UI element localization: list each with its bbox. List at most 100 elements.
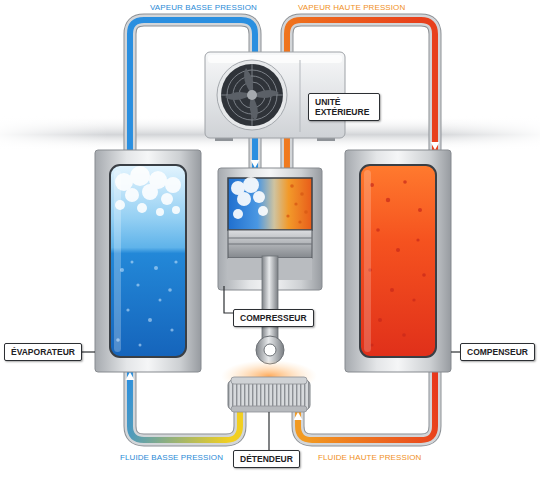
evaporator-tank <box>154 266 158 270</box>
callout-label: UNITÉ EXTÉRIEURE <box>308 93 380 121</box>
expansion-valve-node: DÉTENDEUR <box>228 378 310 412</box>
pipe-connector <box>298 372 435 440</box>
outdoor-unit <box>217 60 287 130</box>
callout-label: COMPENSEUR <box>460 343 535 361</box>
compressor-body <box>231 177 268 219</box>
compressor-body <box>228 178 312 230</box>
evaporator-tank <box>142 184 158 200</box>
compressor-body <box>290 184 294 188</box>
condenser-tank <box>345 150 451 372</box>
outdoor-unit-node: UNITÉ EXTÉRIEURE <box>205 52 345 138</box>
evaporator-node: ÉVAPORATEUR <box>95 150 201 372</box>
expansion-valve <box>231 377 307 384</box>
pipe-shell <box>130 20 255 168</box>
condenser-tank <box>378 318 382 322</box>
evaporator-tank <box>168 288 172 292</box>
compressor-body <box>228 238 312 239</box>
compressor-body <box>298 220 301 223</box>
compressor-node: COMPRESSEUR <box>218 168 322 368</box>
condenser-tank <box>422 273 426 277</box>
outdoor-unit <box>208 55 342 63</box>
leader-line <box>268 412 269 452</box>
pipe-fluid <box>130 372 240 440</box>
outdoor-unit <box>247 90 257 100</box>
pipe-shell <box>298 372 435 440</box>
evaporator-tank <box>136 283 139 286</box>
condenser-tank <box>418 208 422 212</box>
compressor-body <box>286 184 307 223</box>
condenser-tank <box>364 170 371 352</box>
condenser-tank <box>386 198 390 202</box>
evaporator-tank <box>95 150 201 372</box>
evaporator-tank <box>159 299 162 302</box>
compressor-body <box>237 192 251 206</box>
pipe-shell <box>130 20 255 168</box>
evaporator-tank <box>174 260 177 263</box>
condenser-tank <box>402 333 406 337</box>
edge-label: VAPEUR HAUTE PRESSION <box>298 3 405 13</box>
evaporator-tank <box>170 328 173 331</box>
expansion-valve <box>221 360 317 412</box>
compressor-body <box>228 230 312 258</box>
callout-label: COMPRESSEUR <box>233 309 314 327</box>
outdoor-unit <box>300 60 301 132</box>
compressor-body <box>286 214 289 217</box>
pipe-shell <box>130 372 240 440</box>
condenser-tank <box>345 150 451 372</box>
evaporator-tank <box>139 344 142 347</box>
compressor-body <box>218 168 322 364</box>
evaporator-tank <box>156 208 164 216</box>
condenser-tank <box>390 288 394 292</box>
compressor-body <box>256 336 284 364</box>
compressor-body <box>300 192 304 196</box>
callout-label: DÉTENDEUR <box>233 450 300 468</box>
condenser-node: COMPENSEUR <box>345 150 451 372</box>
condenser-tank <box>416 238 419 241</box>
compressor-body <box>233 209 243 219</box>
pipe-shell <box>287 20 435 168</box>
edge-label: FLUIDE BASSE PRESSION <box>120 453 223 463</box>
compressor-body <box>253 191 265 203</box>
evaporator-tank <box>172 206 180 214</box>
condenser-tank <box>396 248 400 252</box>
evaporator-tank <box>115 166 181 216</box>
evaporator-tank <box>95 150 201 372</box>
evaporator-tank <box>116 260 177 346</box>
compressor-body <box>304 210 308 214</box>
evaporator-tank <box>165 177 181 193</box>
condenser-tank <box>403 180 407 184</box>
evaporator-tank <box>110 165 186 357</box>
compressor-body <box>262 256 278 342</box>
evaporator-tank <box>161 193 173 205</box>
condenser-tank <box>360 165 436 357</box>
pipe-fluid <box>298 372 435 440</box>
evaporator-tank <box>114 170 121 352</box>
condenser-tank <box>368 180 426 346</box>
pipe-connector <box>130 372 240 440</box>
pipe-connector <box>130 20 255 168</box>
pipe-shell <box>287 20 435 168</box>
callout-label: ÉVAPORATEUR <box>4 343 82 361</box>
outdoor-unit <box>221 64 283 126</box>
evaporator-tank <box>131 261 134 264</box>
edge-label: VAPEUR BASSE PRESSION <box>150 3 257 13</box>
compressor-body <box>228 244 312 245</box>
compressor-body <box>243 177 259 193</box>
pipe-shell <box>298 372 435 440</box>
evaporator-tank <box>137 203 147 213</box>
evaporator-tank <box>125 188 139 202</box>
evaporator-tank <box>130 166 150 186</box>
pipe-fluid <box>287 20 435 168</box>
compressor-body <box>258 206 268 216</box>
pipe-connector <box>287 20 435 168</box>
evaporator-tank <box>148 318 152 322</box>
evaporator-tank <box>126 308 129 311</box>
condenser-tank <box>412 298 415 301</box>
leader-line <box>70 286 470 452</box>
edge-label: FLUIDE HAUTE PRESSION <box>318 453 421 463</box>
compressor-body <box>264 344 276 356</box>
expansion-valve <box>231 406 307 412</box>
